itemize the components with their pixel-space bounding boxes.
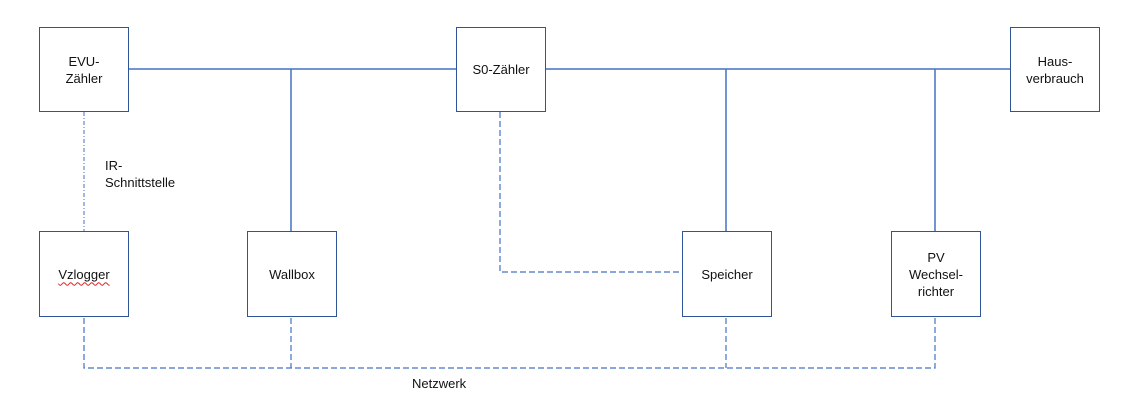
ir-interface-label: IR- Schnittstelle	[105, 158, 176, 190]
node-speicher: Speicher	[682, 231, 772, 317]
node-hausverbrauch: Haus- verbrauch	[1010, 27, 1100, 112]
node-evu-zaehler-label: EVU- Zähler	[65, 53, 103, 86]
s0-signal-line	[499, 112, 682, 273]
node-pv-wechselrichter-label: PV Wechsel- richter	[909, 249, 963, 299]
node-evu-zaehler: EVU- Zähler	[39, 27, 129, 112]
network-line	[83, 318, 936, 369]
node-speicher-label: Speicher	[701, 266, 753, 282]
network-label: Netzwerk	[412, 376, 467, 391]
node-wallbox: Wallbox	[247, 231, 337, 317]
node-vzlogger-label: Vzlogger	[58, 266, 110, 282]
node-hausverbrauch-label: Haus- verbrauch	[1026, 53, 1084, 86]
node-wallbox-label: Wallbox	[269, 266, 315, 282]
node-pv-wechselrichter: PV Wechsel- richter	[891, 231, 981, 317]
node-s0-zaehler: S0-Zähler	[456, 27, 546, 112]
node-s0-zaehler-label: S0-Zähler	[472, 62, 530, 77]
node-vzlogger: Vzlogger	[39, 231, 129, 317]
